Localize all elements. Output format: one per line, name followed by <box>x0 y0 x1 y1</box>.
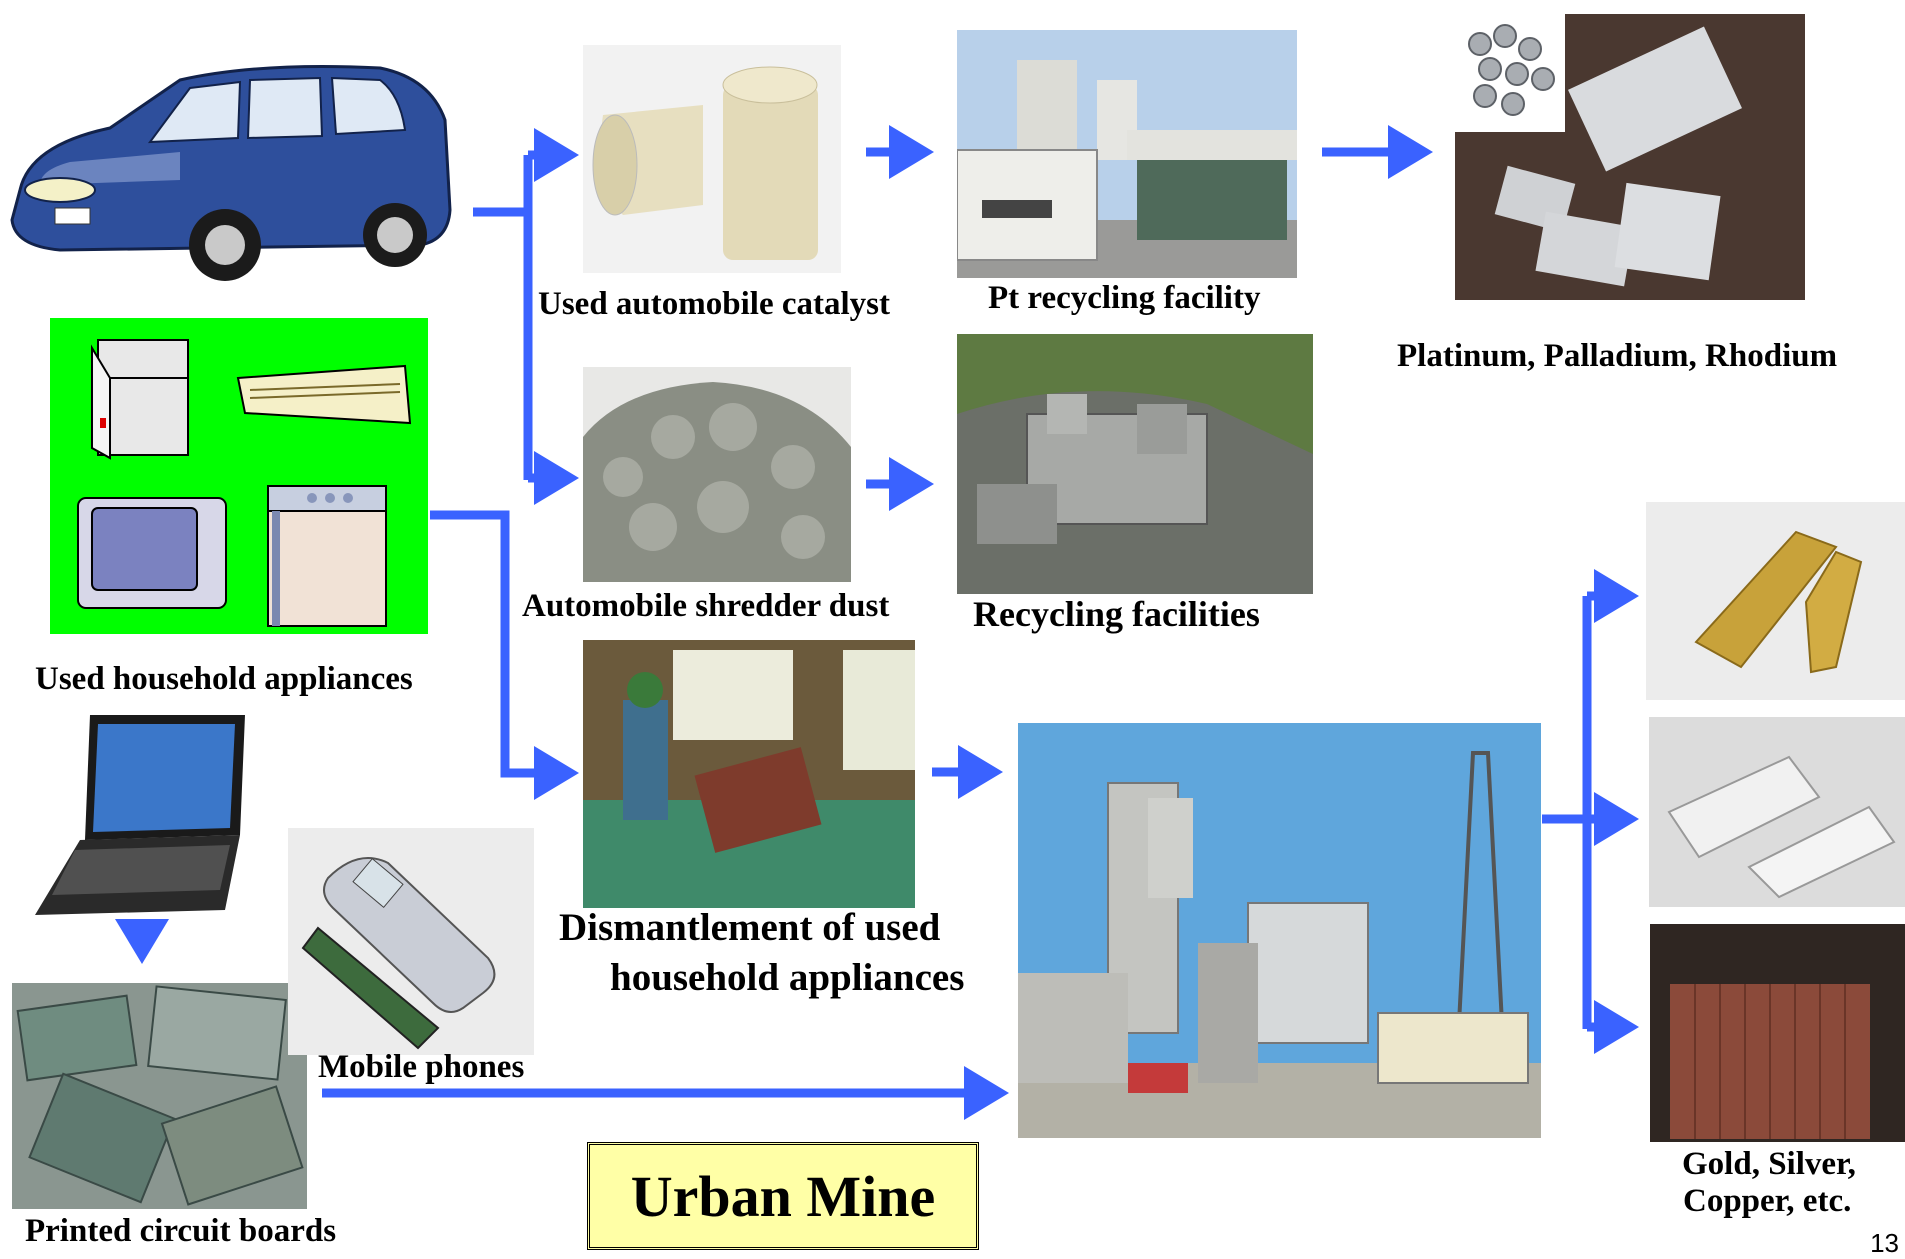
label-pt-facility: Pt recycling facility <box>988 280 1261 316</box>
page-number: 13 <box>1870 1228 1899 1258</box>
arrow-appliances-to-dismantle <box>430 510 579 800</box>
shredder-dust-photo <box>583 367 851 582</box>
label-recycling-facilities: Recycling facilities <box>973 594 1260 634</box>
pgm-metals-photo <box>1455 14 1805 300</box>
smelter-plant-photo <box>1018 723 1541 1138</box>
label-circuit-boards: Printed circuit boards <box>25 1213 337 1249</box>
urban-mine-title-box: Urban Mine <box>587 1142 979 1250</box>
label-mobile-phones: Mobile phones <box>318 1049 525 1085</box>
gold-bars-photo <box>1646 502 1905 700</box>
label-gold-silver-copper-line2: Copper, etc. <box>1683 1183 1852 1219</box>
mobile-phone-photo <box>288 828 534 1055</box>
catalyst-photo <box>583 45 841 273</box>
laptop-illustration <box>30 710 255 920</box>
dismantlement-photo <box>583 640 915 908</box>
label-gold-silver-copper-line1: Gold, Silver, <box>1682 1146 1856 1182</box>
car-illustration <box>0 50 455 300</box>
copper-plates-photo <box>1650 924 1905 1142</box>
appliances-illustration <box>50 318 428 634</box>
circuit-boards-photo <box>12 983 307 1209</box>
label-used-catalyst: Used automobile catalyst <box>538 286 890 322</box>
pt-facility-photo <box>957 30 1297 278</box>
label-pgm-metals: Platinum, Palladium, Rhodium <box>1397 338 1838 374</box>
recycling-facilities-photo <box>957 334 1313 594</box>
urban-mine-title: Urban Mine <box>630 1163 936 1229</box>
label-household-appliances: Used household appliances <box>35 661 413 697</box>
label-dismantlement-line1: Dismantlement of used <box>559 906 941 949</box>
arrow-car-trunk <box>473 207 533 480</box>
label-shredder-dust: Automobile shredder dust <box>522 588 890 624</box>
label-dismantlement-line2: household appliances <box>610 956 965 999</box>
silver-bars-photo <box>1649 717 1905 907</box>
